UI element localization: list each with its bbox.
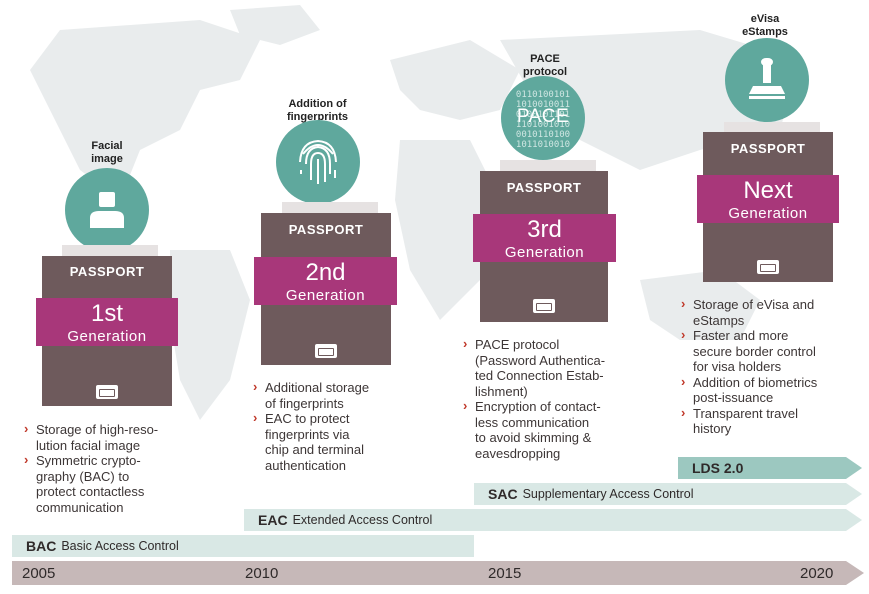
list-item: Symmetric crypto- graphy (BAC) to protec… <box>24 452 214 515</box>
eac-bar-arrow <box>846 509 862 531</box>
year-label: 2015 <box>488 565 522 582</box>
generation-word: Generation <box>728 205 808 222</box>
passport-title: PASSPORT <box>288 222 364 237</box>
generation-word: Generation <box>504 244 585 261</box>
fingerprint-icon <box>299 139 337 184</box>
feature-list: Storage of eVisa and eStamps Faster and … <box>681 296 866 437</box>
person-icon <box>90 192 124 228</box>
feature-label: PACE protocol <box>523 53 567 78</box>
lds-bar-arrow <box>846 457 862 479</box>
generation-word: Generation <box>285 287 366 304</box>
bar-description: Extended Access Control <box>292 513 433 527</box>
list-item: Storage of high-reso- lution facial imag… <box>24 421 214 453</box>
timeline-bar <box>12 561 846 585</box>
feature-circle <box>65 168 149 252</box>
bac-bar: BAC Basic Access Control <box>12 535 474 557</box>
feature-list: Storage of high-reso- lution facial imag… <box>24 421 214 515</box>
list-item: Faster and more secure border control fo… <box>681 327 866 375</box>
pace-icon-text: PACE <box>516 106 570 127</box>
passport-back-page <box>500 160 596 174</box>
passport-back-page <box>282 202 378 216</box>
feature-list: PACE protocol (Password Authentica- ted … <box>463 336 663 461</box>
list-item: Storage of eVisa and eStamps <box>681 296 866 328</box>
list-item: Transparent travel history <box>681 405 866 437</box>
feature-label: Facial image <box>91 140 123 165</box>
passport-back-page <box>62 245 158 259</box>
feature-circle <box>725 38 809 122</box>
list-item: PACE protocol (Password Authentica- ted … <box>463 336 663 399</box>
chip-icon <box>533 299 555 313</box>
stamp-icon <box>749 58 785 99</box>
generation-number: 1st <box>90 300 123 327</box>
bar-description: Basic Access Control <box>61 539 179 553</box>
bar-description: Supplementary Access Control <box>522 487 694 501</box>
lds-bar: LDS 2.0 <box>678 457 846 479</box>
generation-band: 1st Generation <box>36 298 178 346</box>
feature-list: Additional storage of fingerprints EAC t… <box>253 379 443 473</box>
feature-circle <box>276 120 360 204</box>
year-label: 2010 <box>245 565 279 582</box>
feature-label: eVisa eStamps <box>742 13 788 38</box>
bar-abbr: BAC <box>26 538 57 554</box>
list-item: Encryption of contact- less communicatio… <box>463 398 663 461</box>
chip-icon <box>96 385 118 399</box>
year-label: 2020 <box>800 565 834 582</box>
passport-title: PASSPORT <box>730 141 806 156</box>
chip-icon <box>315 344 337 358</box>
year-label: 2005 <box>22 565 56 582</box>
bar-abbr: SAC <box>488 486 518 502</box>
timeline-arrow <box>846 561 864 585</box>
passport-title: PASSPORT <box>506 180 582 195</box>
bar-abbr: EAC <box>258 512 288 528</box>
feature-label: Addition of fingerprints <box>286 98 349 123</box>
bar-abbr: LDS 2.0 <box>692 460 744 476</box>
generation-number: 3rd <box>527 216 562 243</box>
generation-band: 3rd Generation <box>473 214 616 262</box>
generation-number: Next <box>743 177 793 204</box>
passport-title: PASSPORT <box>69 264 145 279</box>
list-item: EAC to protect fingerprints via chip and… <box>253 410 443 473</box>
sac-bar-arrow <box>846 483 862 505</box>
generation-band: Next Generation <box>697 175 839 223</box>
list-item: Additional storage of fingerprints <box>253 379 443 411</box>
chip-icon <box>757 260 779 274</box>
generation-word: Generation <box>67 328 147 345</box>
sac-bar: SAC Supplementary Access Control <box>474 483 846 505</box>
list-item: Addition of biometrics post-issuance <box>681 374 866 406</box>
generation-number: 2nd <box>305 259 346 286</box>
eac-bar: EAC Extended Access Control <box>244 509 846 531</box>
generation-band: 2nd Generation <box>254 257 397 305</box>
